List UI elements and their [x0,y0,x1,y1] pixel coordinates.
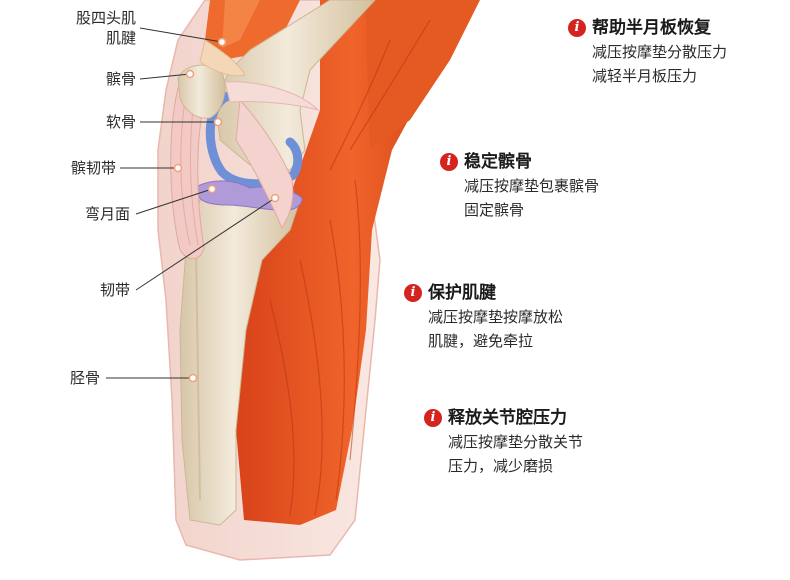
patella-bone [177,64,226,119]
info-block-meniscus: i 帮助半月板恢复 减压按摩垫分散压力 减轻半月板压力 [568,16,727,88]
label-quadriceps-tendon: 股四头肌 肌腱 [60,8,136,48]
info-icon: i [440,153,458,171]
label-quad-line2: 肌腱 [105,29,136,47]
hamstring-muscle [365,0,480,150]
quadriceps-tendon [199,39,246,77]
label-meniscus: 弯月面 [84,205,130,223]
info-line: 减压按摩垫分散压力 [592,43,728,61]
info-line: 减轻半月板压力 [592,67,698,85]
info-block-tendon: i 保护肌腱 减压按摩垫按摩放松 肌腱，避免牵拉 [404,281,563,353]
label-anchor-dots [173,37,280,383]
label-patella: 髌骨 [105,70,136,88]
info-block-joint-pressure: i 释放关节腔压力 减压按摩垫分散关节 压力，减少磨损 [424,406,583,478]
info-line: 减压按摩垫按摩放松 [428,308,564,326]
tibia [179,199,301,526]
info-icon: i [404,284,422,302]
info-title: 帮助半月板恢复 [592,18,711,38]
info-line: 肌腱，避免牵拉 [428,332,534,350]
info-block-patella: i 稳定髌骨 减压按摩垫包裹髌骨 固定髌骨 [440,150,599,222]
calf-muscle [236,0,470,525]
info-line: 减压按摩垫分散关节 [448,433,584,451]
info-line: 压力，减少磨损 [448,457,554,475]
label-tibia: 胫骨 [69,369,100,387]
info-title: 释放关节腔压力 [448,408,567,428]
patellar-ligament [170,87,206,260]
label-patellar-ligament: 髌韧带 [70,159,116,177]
info-icon: i [424,409,442,427]
label-quad-line1: 股四头肌 [75,9,136,27]
info-line: 减压按摩垫包裹髌骨 [464,177,600,195]
info-title: 保护肌腱 [428,283,496,303]
leader-lines [106,27,276,379]
label-ligament: 韧带 [99,281,130,299]
cartilage-shape [205,90,303,189]
info-title: 稳定髌骨 [464,152,532,172]
label-cartilage: 软骨 [105,113,136,131]
info-line: 固定髌骨 [464,201,525,219]
info-icon: i [568,19,586,37]
